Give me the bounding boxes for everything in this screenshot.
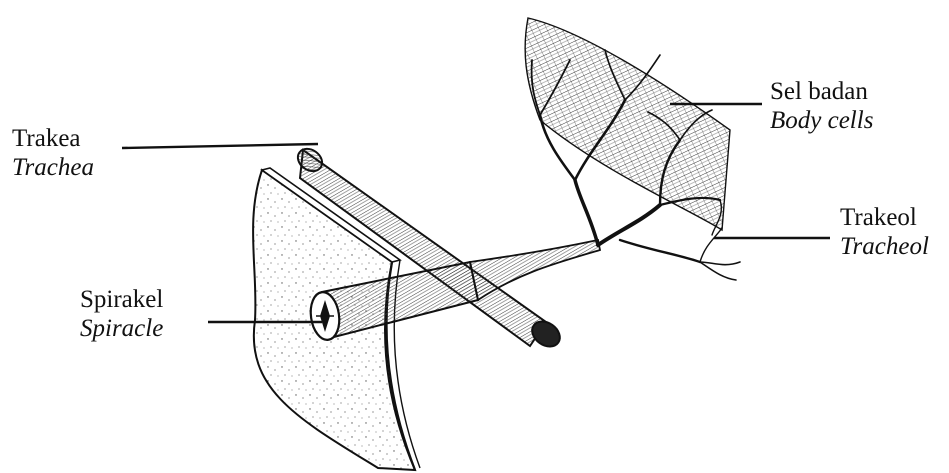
trachea-label-english: Trachea (12, 153, 94, 182)
body-cells-label-english: Body cells (770, 106, 873, 135)
spiracle-label-english: Spiracle (80, 314, 163, 343)
tracheole-label-malay: Trakeol (840, 203, 929, 232)
trachea-label-malay: Trakea (12, 124, 94, 153)
body-cells-label-malay: Sel badan (770, 77, 873, 106)
tracheal-branch (470, 240, 600, 300)
spiracle-label-malay: Spirakel (80, 285, 163, 314)
tracheole-label: Trakeol Tracheol (840, 203, 929, 261)
tracheole-label-english: Tracheol (840, 232, 929, 261)
trachea-leader-line (122, 144, 318, 148)
spiracle-label: Spirakel Spiracle (80, 285, 163, 343)
body-cells-label: Sel badan Body cells (770, 77, 873, 135)
trachea-label: Trakea Trachea (12, 124, 94, 182)
